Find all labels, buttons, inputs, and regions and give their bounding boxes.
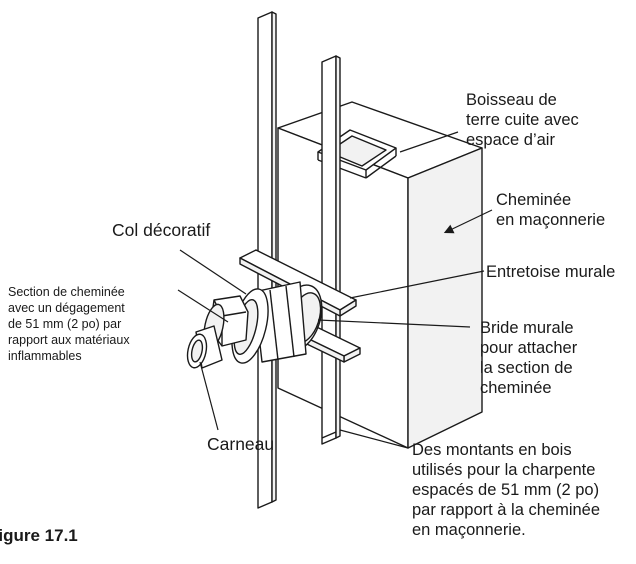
- label-decorative-collar: Col décoratif: [112, 220, 211, 240]
- leader-wall-flange: [317, 319, 471, 328]
- label-clay-liner: Boisseau de terre cuite avec espace d’ai…: [466, 91, 579, 149]
- leader-masonry: [443, 209, 493, 234]
- label-masonry-chimney: Cheminée en maçonnerie: [496, 191, 606, 229]
- leader-clay-liner: [399, 131, 459, 153]
- label-wall-flange: Bride murale pour attacher la section de…: [480, 319, 578, 397]
- leader-chimney-section: [177, 289, 229, 323]
- flue-outlet: [186, 325, 223, 369]
- leader-collar: [179, 249, 247, 295]
- label-wall-spacer: Entretoise murale: [486, 263, 616, 281]
- label-chimney-section: Section de cheminée avec un dégagement d…: [8, 285, 130, 363]
- chimney-side-face: [407, 147, 483, 449]
- label-flue: Carneau: [207, 434, 275, 454]
- label-wood-studs: Des montants en bois utilisés pour la ch…: [412, 441, 601, 539]
- leader-wood-studs: [339, 429, 409, 449]
- leader-wall-spacer: [349, 270, 485, 299]
- figure-caption: Figure 17.1: [0, 526, 78, 545]
- leader-flue: [199, 361, 219, 431]
